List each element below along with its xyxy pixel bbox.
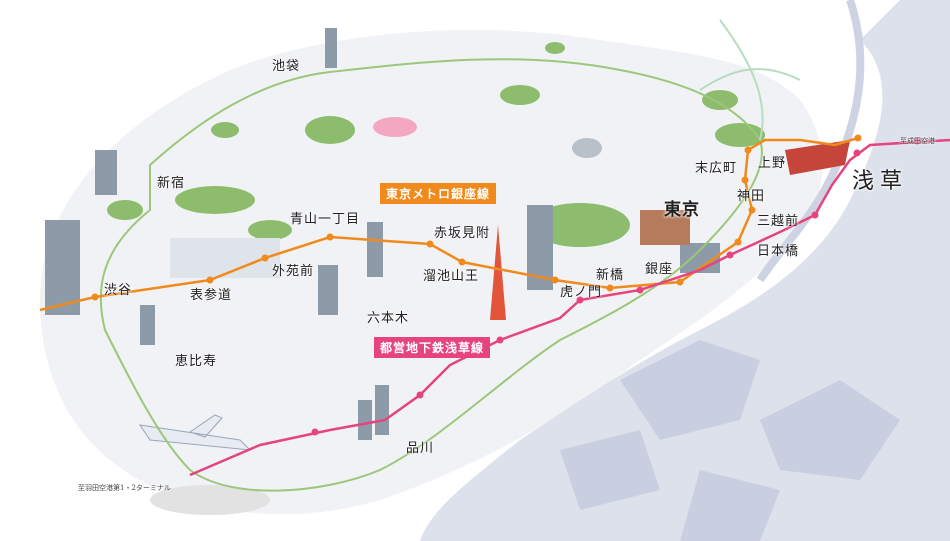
station-mitsukoshimae[interactable]: 三越前 bbox=[757, 214, 800, 229]
sensoji-temple bbox=[785, 140, 850, 175]
narita-airport-label: 至成田空港 bbox=[900, 137, 935, 145]
ginza-line-label: 東京メトロ銀座線 bbox=[380, 183, 497, 204]
jr-loop-line bbox=[99, 58, 763, 492]
bay-landfill bbox=[560, 340, 900, 541]
station-roppongi[interactable]: 六本木 bbox=[367, 311, 410, 326]
station-shinagawa[interactable]: 品川 bbox=[406, 441, 435, 456]
station-gaienmae[interactable]: 外苑前 bbox=[272, 264, 315, 279]
station-kanda[interactable]: 神田 bbox=[737, 189, 766, 204]
station-tokyo[interactable]: 東京 bbox=[664, 200, 700, 220]
station-ueno[interactable]: 上野 bbox=[758, 156, 787, 171]
station-shinjuku[interactable]: 新宿 bbox=[157, 176, 186, 191]
station-tameike-sanno[interactable]: 溜池山王 bbox=[423, 269, 480, 284]
asakusa-line-label: 都営地下鉄浅草線 bbox=[374, 337, 491, 358]
haneda-airport-label: 至羽田空港第1・2ターミナル bbox=[78, 484, 171, 492]
ginza-line bbox=[39, 136, 859, 312]
station-ginza[interactable]: 銀座 bbox=[645, 262, 674, 277]
tokyo-tower bbox=[490, 225, 506, 320]
station-asakusa[interactable]: 浅草 bbox=[852, 169, 909, 194]
station-shibuya[interactable]: 渋谷 bbox=[104, 283, 133, 298]
cherry-blossoms bbox=[373, 117, 417, 137]
sumida-river bbox=[756, 0, 865, 283]
station-shimbashi[interactable]: 新橋 bbox=[596, 268, 625, 283]
station-nihonbashi[interactable]: 日本橋 bbox=[757, 244, 800, 259]
asakusa-stations bbox=[311, 137, 921, 436]
station-ikebukuro[interactable]: 池袋 bbox=[272, 59, 301, 74]
station-toranomon[interactable]: 虎ノ門 bbox=[560, 285, 603, 300]
station-akasaka-mitsuke[interactable]: 赤坂見附 bbox=[434, 226, 491, 241]
station-omotesando[interactable]: 表参道 bbox=[190, 288, 233, 303]
parks bbox=[107, 42, 765, 247]
jr-branch-line bbox=[699, 19, 801, 141]
airplane-shadow bbox=[150, 485, 270, 515]
station-suehirocho[interactable]: 末広町 bbox=[695, 161, 738, 176]
station-aoyama-itchome[interactable]: 青山一丁目 bbox=[290, 212, 361, 227]
ginza-stations bbox=[91, 134, 862, 301]
buildings bbox=[45, 28, 720, 440]
asakusa-line bbox=[189, 138, 950, 477]
station-ebisu[interactable]: 恵比寿 bbox=[175, 354, 218, 369]
city-land bbox=[40, 30, 823, 515]
